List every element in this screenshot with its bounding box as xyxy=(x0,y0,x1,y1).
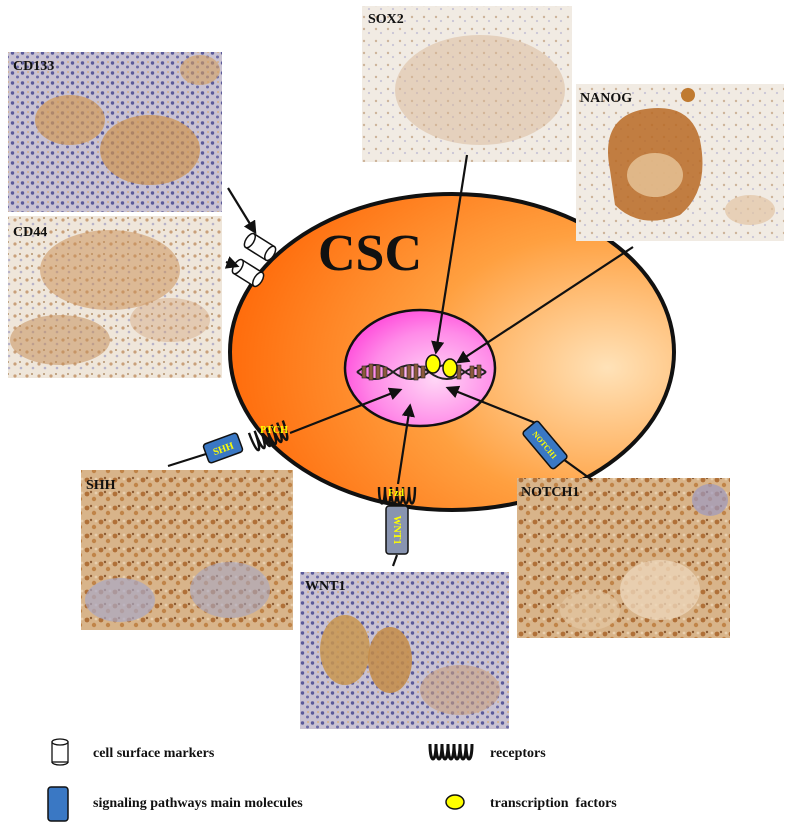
fzd-label: Fzd xyxy=(388,488,405,499)
fzd-receptor-icon xyxy=(377,486,417,505)
panel-shh-label: SHH xyxy=(86,478,116,493)
transcription-factor-icon xyxy=(442,358,458,378)
panel-wnt1-label: WNT1 xyxy=(305,579,345,594)
wnt1-molecule: WNT1 xyxy=(385,505,409,555)
legend: cell surface markers receptors signaling… xyxy=(47,738,617,822)
panel-notch1-label: NOTCH1 xyxy=(521,485,579,500)
panel-shh: SHH xyxy=(81,470,293,630)
panel-sox2-label: SOX2 xyxy=(368,12,404,27)
legend-signaling-molecule-icon xyxy=(47,786,69,822)
panel-notch1: NOTCH1 xyxy=(517,478,730,638)
panel-nanog: NANOG xyxy=(576,84,784,241)
transcription-factor-icon xyxy=(425,354,441,374)
wnt1-molecule-label: WNT1 xyxy=(391,516,402,545)
legend-cell-surface-markers: cell surface markers xyxy=(93,746,215,761)
cell-surface-marker-icon xyxy=(243,232,277,262)
legend-receptor-icon xyxy=(428,743,474,761)
legend-transcription-factors: transcription factors xyxy=(490,796,617,811)
arrows xyxy=(224,154,634,485)
panel-cd44-label: CD44 xyxy=(13,225,47,240)
ptch-label: PTCH xyxy=(260,425,288,436)
legend-transcription-factor-icon xyxy=(445,794,465,810)
panel-cd44: CD44 xyxy=(8,216,222,378)
panel-nanog-label: NANOG xyxy=(580,91,632,106)
shh-molecule: SHH xyxy=(202,432,244,464)
legend-signaling-molecules: signaling pathways main molecules xyxy=(93,796,303,811)
csc-label: CSC xyxy=(318,225,422,282)
legend-receptors: receptors xyxy=(490,746,546,761)
panel-cd133: CD133 xyxy=(8,52,222,212)
panel-sox2: SOX2 xyxy=(362,6,572,162)
cell-surface-marker-icon xyxy=(231,258,265,288)
legend-cell-surface-marker-icon xyxy=(51,738,69,766)
panel-cd133-label: CD133 xyxy=(13,59,54,74)
panel-wnt1: WNT1 xyxy=(300,572,509,729)
